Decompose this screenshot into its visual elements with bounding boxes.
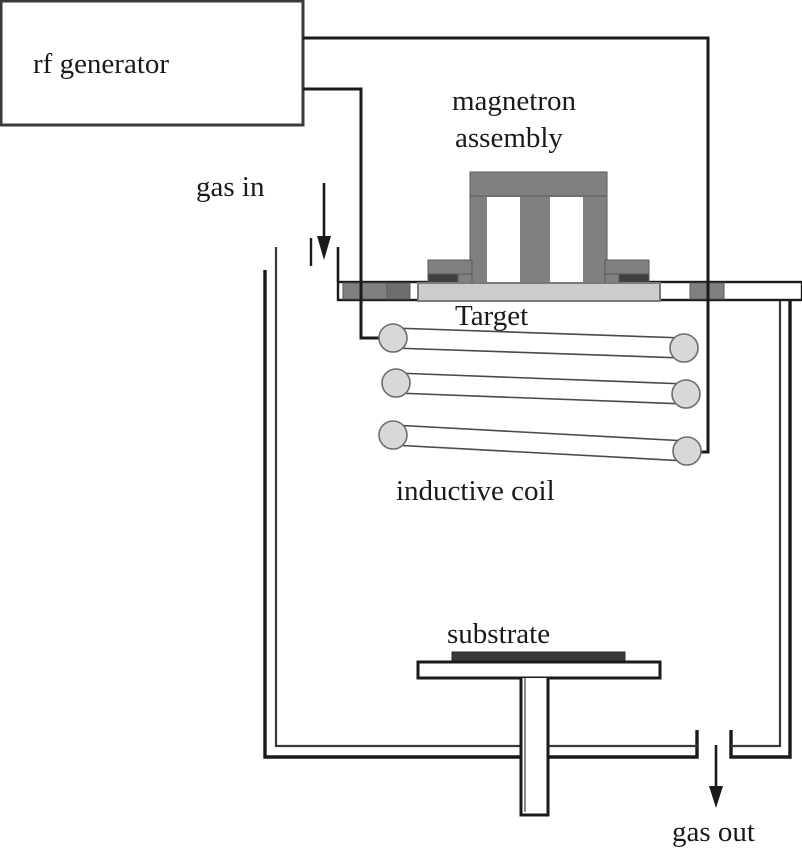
rf-generator[interactable]: rf generator: [0, 0, 305, 127]
coil-turn-1-tube: [392, 327, 685, 359]
substrate-stage: [416, 660, 662, 680]
rf-generator-box: [0, 0, 305, 127]
coil-turn-2-cap-left: [381, 368, 411, 398]
gas-in-arrow-head: [317, 236, 331, 260]
gas-inlet: [309, 183, 331, 266]
substrate-label: substrate: [447, 618, 550, 650]
coil-turn-3-cap-right: [672, 436, 702, 466]
target-slab: [417, 282, 661, 302]
magnetron-shoulder-left: [427, 259, 473, 275]
rf-wire-lower: [303, 87, 393, 340]
lid-block-left: [342, 282, 388, 300]
gas-outlet: [709, 745, 723, 808]
coil-turn-3-cap-left: [378, 420, 408, 450]
gas-out-arrow-head: [709, 786, 723, 808]
coil-turn-1: [378, 323, 699, 363]
magnetron-shoulder-right: [604, 259, 650, 275]
gas-out-label: gas out: [672, 816, 755, 848]
inductive-coil-label: inductive coil: [396, 475, 555, 507]
magnetron-assembly: [427, 171, 650, 287]
substrate-pedestal: [519, 678, 550, 817]
vacuum-chamber: [263, 247, 792, 759]
inductive-coil: [378, 323, 702, 466]
coil-turn-2-cap-right: [671, 379, 701, 409]
gas-in-label: gas in: [196, 171, 265, 203]
lid-block-left-2: [386, 282, 411, 300]
magnetron-gap-left: [487, 197, 520, 282]
coil-turn-1-cap-right: [669, 333, 699, 363]
coil-turn-1-cap-left: [378, 323, 408, 353]
magnetron-top-bar: [469, 171, 608, 197]
magnetron-gap-right: [550, 197, 583, 282]
target-label: Target: [455, 300, 528, 332]
coil-turn-3-tube: [392, 424, 688, 462]
magnetron-assembly-label-line1: magnetron: [452, 85, 577, 117]
coil-turn-2-tube: [395, 372, 687, 405]
coil-turn-3: [378, 420, 702, 466]
substrate-assembly: [416, 651, 662, 817]
rf-generator-label: rf generator: [33, 48, 169, 80]
coil-turn-2: [381, 368, 701, 409]
target-plate: [417, 282, 661, 302]
diagram-labels: magnetron assembly gas in Target inducti…: [196, 85, 755, 848]
magnetron-assembly-label-line2: assembly: [455, 122, 563, 154]
